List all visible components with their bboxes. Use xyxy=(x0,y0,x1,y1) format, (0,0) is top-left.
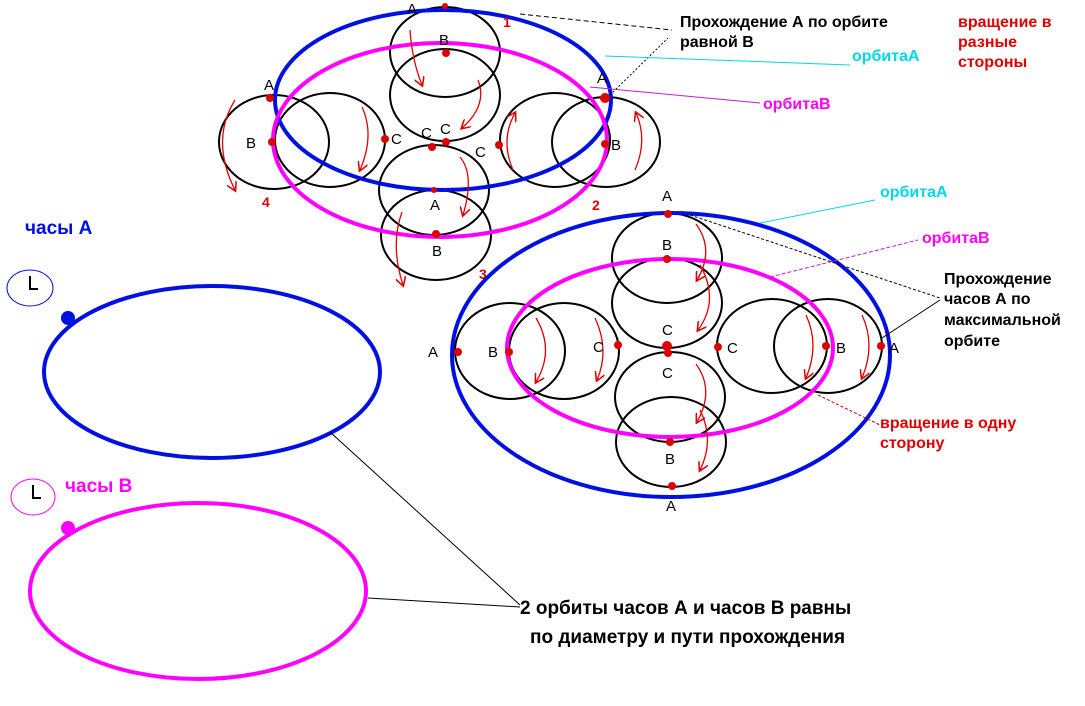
clock-a-orbit xyxy=(42,284,382,460)
label-b: B xyxy=(246,135,256,152)
top-circle-2a xyxy=(499,92,611,188)
bottom-red-points xyxy=(454,210,885,490)
label-b: B xyxy=(836,340,846,357)
position-1: 1 xyxy=(503,14,511,30)
top-point-labels: A B A B C C C C A B A B 1 2 3 4 xyxy=(246,1,621,282)
label-c: C xyxy=(662,365,673,382)
label-b: B xyxy=(439,32,449,49)
clock-a-marker xyxy=(61,311,75,325)
label-a: A xyxy=(264,77,274,94)
label-b: B xyxy=(665,451,675,468)
clock-b-marker xyxy=(61,521,75,535)
label-a: A xyxy=(662,188,672,205)
label-orbit-a-top: орбитаА xyxy=(852,48,920,65)
note-rotation-bottom: вращение в одну xyxy=(880,415,1016,432)
label-a: A xyxy=(430,197,440,214)
conclusion-text: 2 орбиты часов А и часов В равны xyxy=(520,598,851,619)
label-b: B xyxy=(611,137,621,154)
clock-b-title: часы В xyxy=(65,476,132,497)
note-passage-top: Прохождение А по орбите xyxy=(680,14,888,31)
bottom-rotation-arrows xyxy=(536,223,869,470)
bottom-leader-lines xyxy=(689,199,941,426)
top-orbit-a xyxy=(273,8,613,192)
label-orbit-a-bottom: орбитаА xyxy=(880,184,948,201)
note-passage-top: равной В xyxy=(680,34,754,51)
note-passage-bottom: максимальной xyxy=(944,312,1061,329)
label-a: A xyxy=(666,498,676,515)
label-b: B xyxy=(432,243,442,260)
label-c: C xyxy=(662,322,673,339)
conclusion-text: по диаметру и пути прохождения xyxy=(530,627,845,648)
label-a: A xyxy=(889,340,899,357)
label-a: A xyxy=(428,344,438,361)
clock-a-icon xyxy=(6,269,54,307)
label-c: C xyxy=(421,125,432,142)
note-passage-bottom: часов А по xyxy=(944,291,1031,308)
label-c: C xyxy=(440,121,451,138)
top-rotation-arrows xyxy=(221,29,642,285)
note-passage-bottom: орбите xyxy=(944,333,1000,350)
note-rotation-bottom: сторону xyxy=(880,435,945,452)
bottom-point-labels: A B A B C C C C B A B A xyxy=(428,188,899,515)
top-red-points xyxy=(266,3,610,238)
position-3: 3 xyxy=(479,266,487,282)
position-4: 4 xyxy=(262,194,270,210)
note-rotation-top: вращение в xyxy=(958,14,1052,31)
clock-b-icon xyxy=(10,478,56,516)
conclusion-leader-lines xyxy=(329,431,521,608)
label-a: A xyxy=(407,1,417,18)
label-c: C xyxy=(475,144,486,161)
label-orbit-b-top: орбитаВ xyxy=(763,96,831,113)
label-orbit-b-bottom: орбитаВ xyxy=(922,230,990,247)
label-c: C xyxy=(391,131,402,148)
clock-b-orbit xyxy=(28,501,368,681)
label-b: B xyxy=(488,344,498,361)
position-2: 2 xyxy=(592,197,600,213)
label-b: B xyxy=(662,237,672,254)
note-rotation-top: стороны xyxy=(958,54,1027,71)
note-passage-bottom: Прохождение xyxy=(944,271,1052,288)
note-rotation-top: разные xyxy=(958,34,1017,51)
label-a: A xyxy=(597,70,607,87)
label-c: C xyxy=(727,340,738,357)
clock-a-title: часы А xyxy=(25,218,93,239)
label-c: C xyxy=(593,339,604,356)
top-leader-lines xyxy=(519,13,851,104)
